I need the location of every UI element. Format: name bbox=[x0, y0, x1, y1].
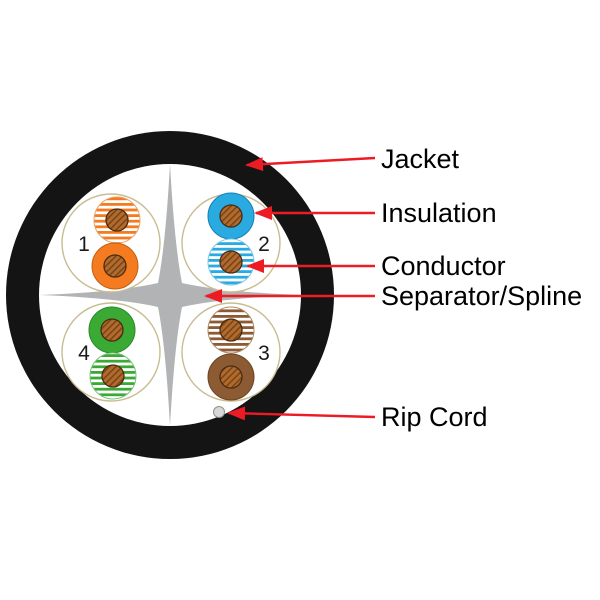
pair-4-number: 4 bbox=[78, 342, 90, 365]
pair-3-number: 3 bbox=[258, 342, 270, 365]
conductor-orange-white bbox=[105, 208, 129, 232]
conductor-brown-white bbox=[219, 318, 243, 342]
rip-cord-arrow bbox=[227, 406, 376, 421]
conductor-orange bbox=[103, 254, 127, 278]
conductor-green-white bbox=[101, 364, 125, 388]
conductor-green bbox=[100, 318, 124, 342]
pair-2-number: 2 bbox=[258, 233, 270, 256]
pair-4-group: 4 bbox=[61, 302, 161, 402]
conductor-brown bbox=[219, 365, 243, 389]
pair-1-number: 1 bbox=[78, 233, 90, 256]
insulation-label: Insulation bbox=[381, 198, 497, 228]
pair-2-group: 2 bbox=[181, 192, 281, 293]
rip-cord bbox=[213, 406, 225, 418]
pair-1-group: 1 bbox=[61, 193, 161, 293]
conductor-blue bbox=[219, 204, 243, 228]
separator-label: Separator/Spline bbox=[381, 281, 582, 311]
conductor-label: Conductor bbox=[381, 251, 506, 281]
conductor-blue-white bbox=[219, 250, 243, 274]
jacket-arrow bbox=[245, 156, 376, 172]
rip-cord-label: Rip Cord bbox=[381, 402, 488, 432]
separator-spline bbox=[39, 164, 301, 426]
jacket-label: Jacket bbox=[381, 144, 460, 174]
pair-3-group: 3 bbox=[181, 302, 281, 402]
